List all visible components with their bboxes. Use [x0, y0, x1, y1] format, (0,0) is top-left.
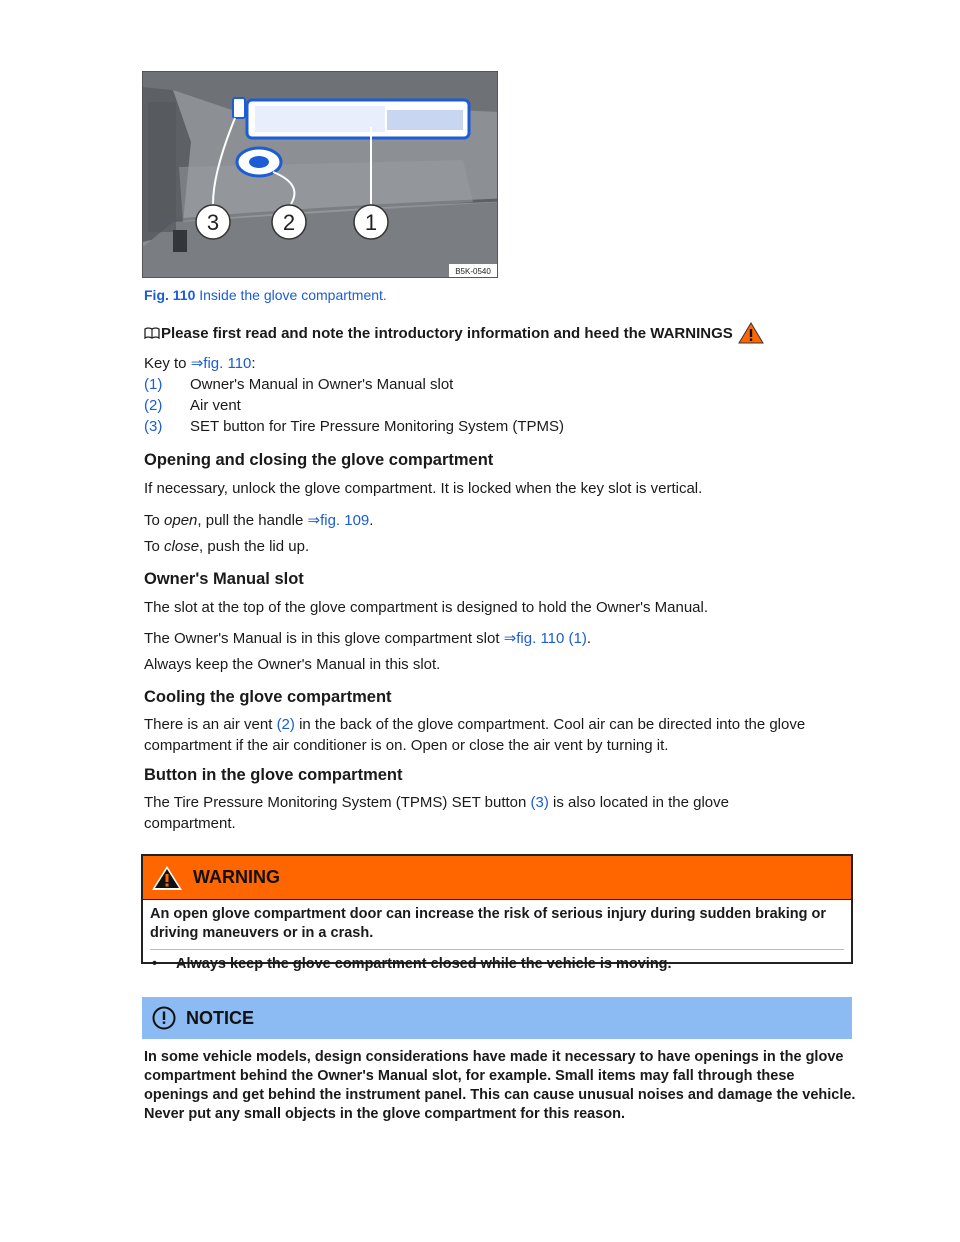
arrow-icon: ⇒: [307, 512, 321, 529]
bullet-icon: •: [152, 956, 158, 972]
key-prefix: Key to: [144, 355, 191, 372]
open-instruction: To open, pull the handle ⇒fig. 109.: [144, 510, 373, 531]
open-text-c: .: [369, 512, 374, 529]
button-paragraph: The Tire Pressure Monitoring System (TPM…: [144, 792, 859, 834]
figure-caption: Fig. 110 Inside the glove compartment.: [144, 287, 387, 303]
callout-3-marker: 3: [195, 204, 231, 240]
button-text-b: is also located in the glove: [548, 794, 729, 811]
opening-paragraph: If necessary, unlock the glove compartme…: [144, 480, 703, 497]
close-emphasis: close: [164, 538, 200, 555]
warning-header: WARNING: [143, 856, 851, 900]
warning-body: An open glove compartment door can incre…: [143, 900, 851, 979]
notice-title: NOTICE: [186, 1007, 255, 1028]
callout-3-label: 3: [207, 210, 219, 235]
book-icon: [144, 327, 160, 339]
cool-text-a: There is an air vent: [144, 716, 277, 733]
warning-title: WARNING: [193, 867, 280, 887]
figure-110-image: 3 2 1 B5K-0540: [142, 71, 498, 278]
button-text-line2: compartment.: [144, 815, 236, 832]
notice-header: NOTICE: [142, 997, 852, 1039]
slot-keep: Always keep the Owner's Manual in this s…: [144, 656, 441, 673]
glove-compartment-illustration: 3 2 1 B5K-0540: [143, 72, 497, 277]
warning-box: WARNING An open glove compartment door c…: [141, 854, 853, 972]
tpms-button-shape: [232, 97, 246, 119]
cool-text-b: in the back of the glove compartment. Co…: [294, 716, 806, 733]
key-item-number: (1): [144, 376, 163, 393]
key-item-text: Air vent: [190, 397, 241, 414]
callout-1-label: 1: [365, 210, 377, 235]
slot-paragraph: The slot at the top of the glove compart…: [144, 599, 709, 616]
key-item-number: (2): [144, 397, 163, 414]
key-suffix: :: [251, 355, 256, 372]
notice-text: In some vehicle models, design considera…: [144, 1049, 856, 1122]
callout-3-link[interactable]: (3): [530, 794, 549, 811]
open-emphasis: open: [164, 512, 198, 529]
intro-text: Please first read and note the introduct…: [161, 324, 733, 342]
warning-text: An open glove compartment door can incre…: [150, 906, 826, 941]
key-item: (2) Air vent: [144, 397, 744, 417]
key-item: (1) Owner's Manual in Owner's Manual slo…: [144, 376, 744, 396]
warning-triangle-icon: [152, 865, 182, 890]
heading-opening-closing: Opening and closing the glove compartmen…: [144, 451, 494, 469]
close-instruction: To close, push the lid up.: [144, 536, 309, 557]
fig-109-link[interactable]: fig. 109: [320, 512, 370, 529]
slot-text-c: .: [586, 630, 592, 647]
cooling-paragraph: There is an air vent (2) in the back of …: [144, 714, 859, 756]
manual-slot-shape: [245, 98, 471, 140]
intro-line: Please first read and note the introduct…: [144, 322, 764, 344]
heading-cooling: Cooling the glove compartment: [144, 688, 392, 706]
slot-location: The Owner's Manual is in this glove comp…: [144, 628, 591, 649]
close-text-b: , push the lid up.: [199, 538, 310, 555]
warning-triangle-icon: [737, 322, 764, 344]
key-item-number: (3): [144, 418, 163, 435]
warning-bullet-text: Always keep the glove compartment closed…: [176, 956, 672, 972]
figure-caption-text: Inside the glove compartment.: [195, 287, 387, 303]
close-text-a: To: [144, 538, 165, 555]
heading-button: Button in the glove compartment: [144, 766, 403, 784]
arrow-icon: ⇒: [503, 630, 517, 647]
button-text-a: The Tire Pressure Monitoring System (TPM…: [144, 794, 531, 811]
slot-text-a: The Owner's Manual is in this glove comp…: [144, 630, 504, 647]
fig-110-link[interactable]: fig. 110: [203, 355, 252, 372]
figure-caption-label: Fig. 110: [144, 287, 196, 303]
arrow-icon: ⇒: [190, 355, 204, 372]
key-item-text: Owner's Manual in Owner's Manual slot: [190, 376, 454, 393]
callout-1-marker: 1: [353, 204, 389, 240]
key-item-text: SET button for Tire Pressure Monitoring …: [190, 418, 565, 435]
air-vent-shape: [235, 146, 283, 178]
figure-code: B5K-0540: [455, 267, 491, 276]
cool-text-line2: compartment if the air conditioner is on…: [144, 737, 669, 754]
warning-bullet: • Always keep the glove compartment clos…: [150, 949, 844, 974]
key-item: (3) SET button for Tire Pressure Monitor…: [144, 418, 744, 438]
heading-manual-slot: Owner's Manual slot: [144, 570, 304, 588]
exclamation-circle-icon: [152, 1006, 176, 1030]
callout-2-link[interactable]: (2): [276, 716, 295, 733]
fig-110-1-link[interactable]: fig. 110 (1): [516, 630, 587, 647]
callout-2-marker: 2: [271, 204, 307, 240]
open-text-b: , pull the handle: [197, 512, 308, 529]
key-intro: Key to ⇒fig. 110:: [144, 353, 256, 374]
callout-2-label: 2: [283, 210, 295, 235]
open-text-a: To: [144, 512, 165, 529]
